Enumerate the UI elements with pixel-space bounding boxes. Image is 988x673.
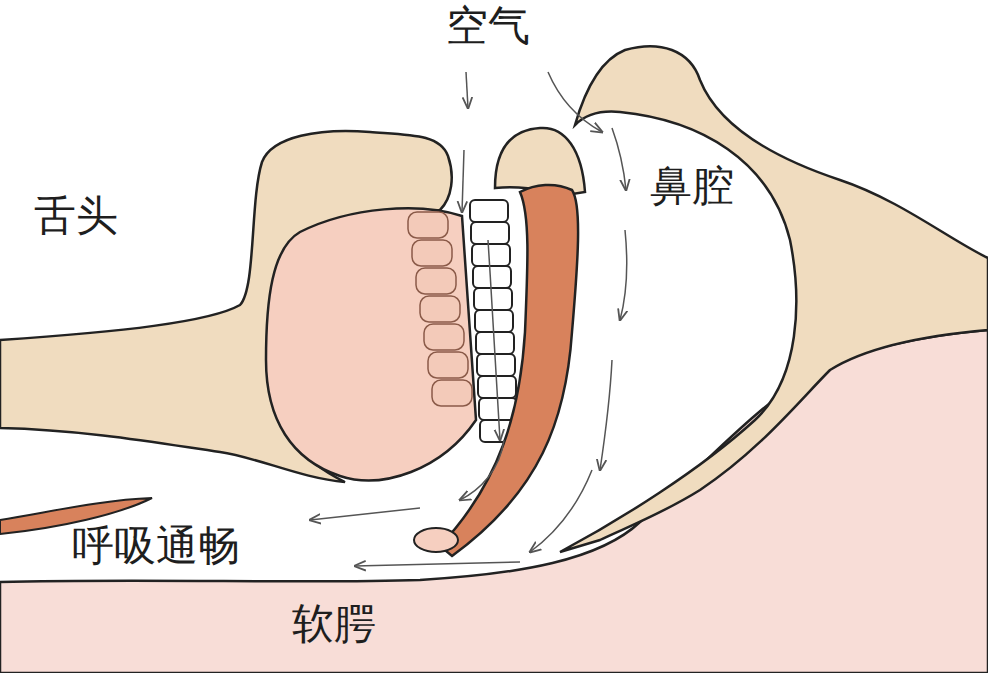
label-holder: 舌头 [34,192,118,240]
part-label: 舌头 [34,192,118,240]
part-label: 鼻腔 [650,162,734,210]
part-label: 呼吸通畅 [72,522,240,570]
part-label: 软腭 [292,600,376,648]
part-label: 空气 [446,2,530,50]
label-holder: 呼吸通畅 [72,522,240,570]
label-holder: 鼻腔 [650,162,734,210]
label-holder: 空气 [446,2,530,50]
label-holder: 软腭 [292,600,376,648]
